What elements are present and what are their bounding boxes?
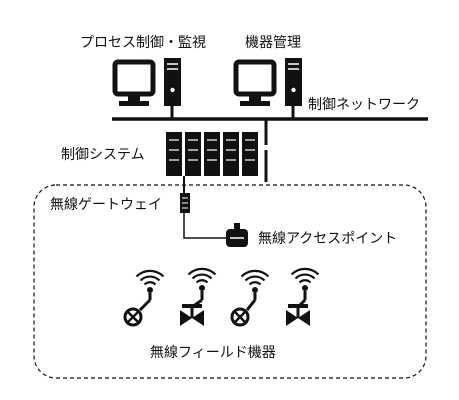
wireless-zone-boundary (33, 184, 427, 379)
control-system-label: 制御システム (61, 147, 145, 163)
wireless-valve-icon (180, 267, 217, 326)
wireless-access-point-icon (226, 223, 248, 247)
wireless-gateway-icon (180, 193, 190, 213)
wireless-field-devices-label: 無線フィールド機器 (150, 345, 276, 361)
wireless-valve-icon (286, 267, 320, 326)
process-control-label: プロセス制御・監視 (80, 35, 206, 51)
wireless-transmitter-icon (123, 269, 165, 327)
control-network-label: 制御ネットワーク (308, 97, 420, 113)
desktop-computer-icon (112, 58, 181, 106)
desktop-computer-icon (233, 58, 302, 106)
equipment-management-label: 機器管理 (245, 35, 301, 51)
control-system-rack-icon (166, 132, 258, 176)
wireless-gateway-label: 無線ゲートウェイ (50, 197, 162, 213)
wireless-access-point-label: 無線アクセスポイント (258, 231, 398, 247)
wireless-transmitter-icon (230, 269, 270, 327)
gateway-access-point-link (183, 213, 226, 239)
